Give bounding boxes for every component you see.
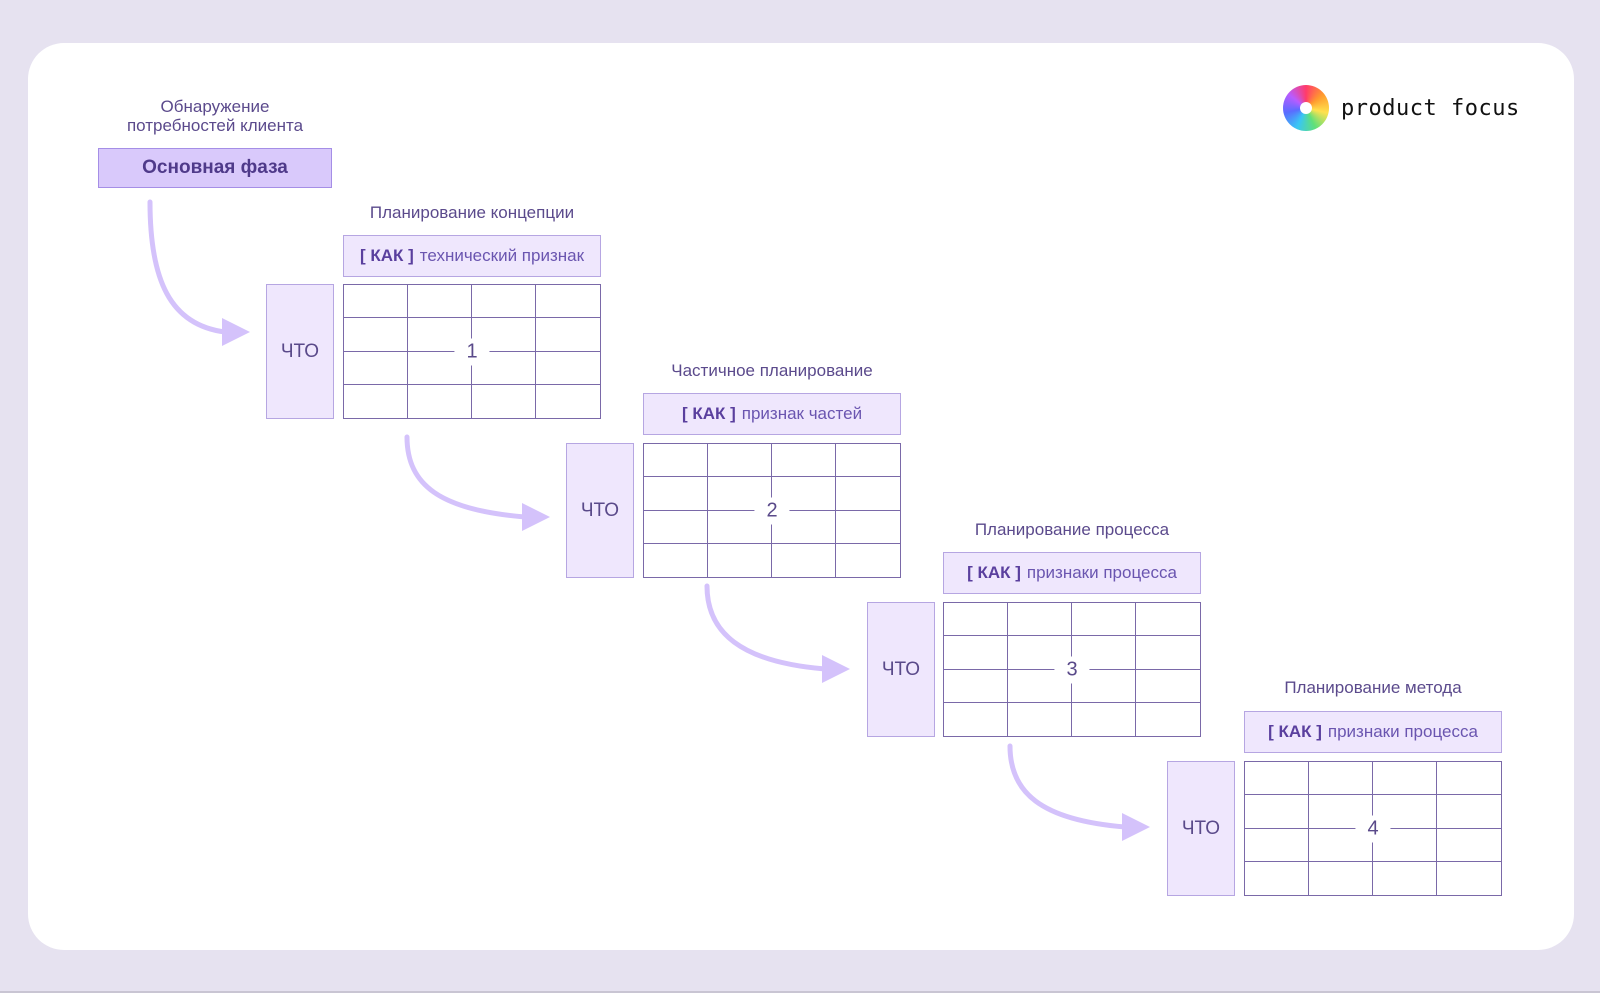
stage-1-what-box: ЧТО: [266, 284, 334, 419]
start-caption-line1: Обнаружение: [160, 97, 270, 116]
stage-3-how-box: [ КАК ] признаки процесса: [943, 552, 1201, 594]
start-caption: Обнаружение потребностей клиента: [98, 97, 332, 135]
stage-1-number: 1: [454, 338, 490, 365]
how-text: технический признак: [419, 246, 585, 265]
stage-3-matrix: 3: [943, 602, 1201, 737]
how-text: признаки процесса: [1026, 563, 1177, 582]
stage-4-matrix: 4: [1244, 761, 1502, 896]
main-phase-box: Основная фаза: [98, 148, 332, 188]
stage-4-how-box: [ КАК ] признаки процесса: [1244, 711, 1502, 753]
stage-4-what-box: ЧТО: [1167, 761, 1235, 896]
brand-name: product focus: [1341, 95, 1520, 121]
how-prefix: [ КАК ]: [967, 563, 1021, 582]
flow-arrow-4: [1007, 743, 1128, 830]
how-text: признак частей: [741, 404, 863, 423]
bottom-divider: [0, 991, 1600, 993]
stage-1-matrix: 1: [343, 284, 601, 419]
how-prefix: [ КАК ]: [1268, 722, 1322, 741]
color-wheel-icon: [1283, 85, 1329, 131]
stage-2-matrix: 2: [643, 443, 901, 578]
arrow-head-1: [222, 318, 250, 346]
flow-arrow-2: [404, 434, 528, 520]
how-text: признаки процесса: [1327, 722, 1478, 741]
stage-1-how-box: [ КАК ] технический признак: [343, 235, 601, 277]
stage-1-caption: Планирование концепции: [369, 203, 575, 222]
how-prefix: [ КАК ]: [681, 404, 736, 423]
stage-2-caption: Частичное планирование: [671, 361, 873, 380]
stage-4-caption: Планирование метода: [1284, 678, 1462, 697]
arrow-head-4: [1122, 813, 1150, 841]
how-prefix: [ КАК ]: [359, 246, 414, 265]
stage-4-number: 4: [1355, 815, 1391, 842]
flow-arrow-1: [147, 199, 228, 335]
stage-2-number: 2: [754, 497, 790, 524]
arrow-head-2: [522, 503, 550, 531]
stage-3-what-box: ЧТО: [867, 602, 935, 737]
start-caption-line2: потребностей клиента: [126, 116, 304, 135]
arrow-head-3: [822, 655, 850, 683]
stage-2-what-box: ЧТО: [566, 443, 634, 578]
flow-arrow-3: [704, 583, 828, 672]
brand-logo: product focus: [1283, 85, 1520, 131]
stage-2-how-box: [ КАК ] признак частей: [643, 393, 901, 435]
stage-3-caption: Планирование процесса: [974, 520, 1170, 539]
stage-3-number: 3: [1054, 656, 1090, 683]
